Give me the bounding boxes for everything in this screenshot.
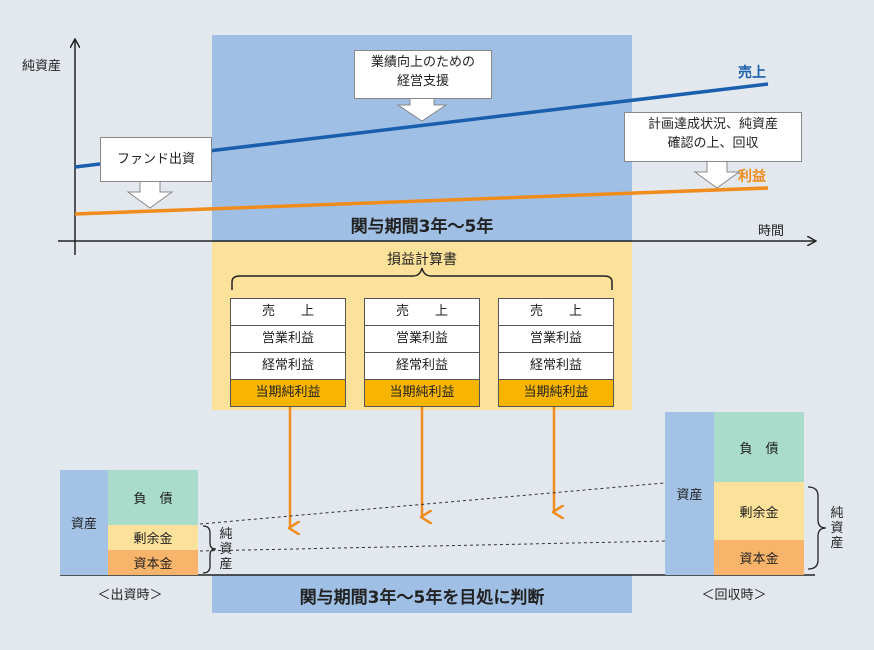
fund-callout-pointer [126,179,174,209]
fund-investment-callout: ファンド出資 [100,137,212,182]
right-capital-block: 資本金 [714,540,804,575]
capital-level-line [199,539,715,552]
left-net-assets-label: 純資産 [219,527,233,572]
left-net-assets-bracket [202,525,217,574]
pl-row-operating-profit: 営業利益 [364,326,480,353]
pl-row-ordinary-profit: 経常利益 [498,353,614,380]
income-statement-card: 売 上 営業利益 経常利益 当期純利益 [364,298,480,407]
income-statement-card: 売 上 営業利益 経常利益 当期純利益 [230,298,346,407]
pl-row-sales: 売 上 [230,298,346,326]
pl-bracket [231,267,613,290]
left-retained-earnings-block: 剰余金 [108,525,198,550]
involvement-period-label: 関与期間3年〜5年 [350,217,494,237]
right-retained-earnings-block: 剰余金 [714,482,804,540]
right-net-assets-bracket [807,486,827,570]
bottom-banner [212,575,632,613]
management-support-callout: 業績向上のための 経営支援 [354,50,492,99]
income-statement-card: 売 上 営業利益 経常利益 当期純利益 [498,298,614,407]
profit-line-label: 利益 [738,169,766,185]
left-liabilities-block: 負 債 [108,470,198,525]
pl-row-sales: 売 上 [498,298,614,326]
recovery-callout: 計画達成状況、純資産 確認の上、回収 [624,112,802,162]
y-axis-label: 純資産 [22,59,62,74]
pl-row-operating-profit: 営業利益 [498,326,614,353]
right-liabilities-block: 負 債 [714,412,804,482]
profit-line [74,186,769,216]
at-investment-caption: ＜出資時＞ [97,588,163,603]
pl-row-sales: 売 上 [364,298,480,326]
retained-growth-line [199,482,665,525]
income-statement-title: 損益計算書 [387,252,457,268]
pl-row-ordinary-profit: 経常利益 [230,353,346,380]
pl-row-ordinary-profit: 経常利益 [364,353,480,380]
right-assets-block: 資産 [665,412,714,575]
pl-row-net-income: 当期純利益 [498,380,614,407]
x-axis-label: 時間 [758,224,785,239]
at-recovery-caption: ＜回収時＞ [701,588,767,603]
pl-row-operating-profit: 営業利益 [230,326,346,353]
left-assets-block: 資産 [60,470,108,575]
recover-callout-pointer [693,159,741,189]
left-capital-block: 資本金 [108,550,198,575]
sales-line-label: 売上 [738,65,766,81]
right-net-assets-label: 純資産 [830,506,844,551]
pl-row-net-income: 当期純利益 [364,380,480,407]
pl-row-net-income: 当期純利益 [230,380,346,407]
bottom-banner-label: 関与期間3年〜5年を目処に判断 [299,588,545,608]
